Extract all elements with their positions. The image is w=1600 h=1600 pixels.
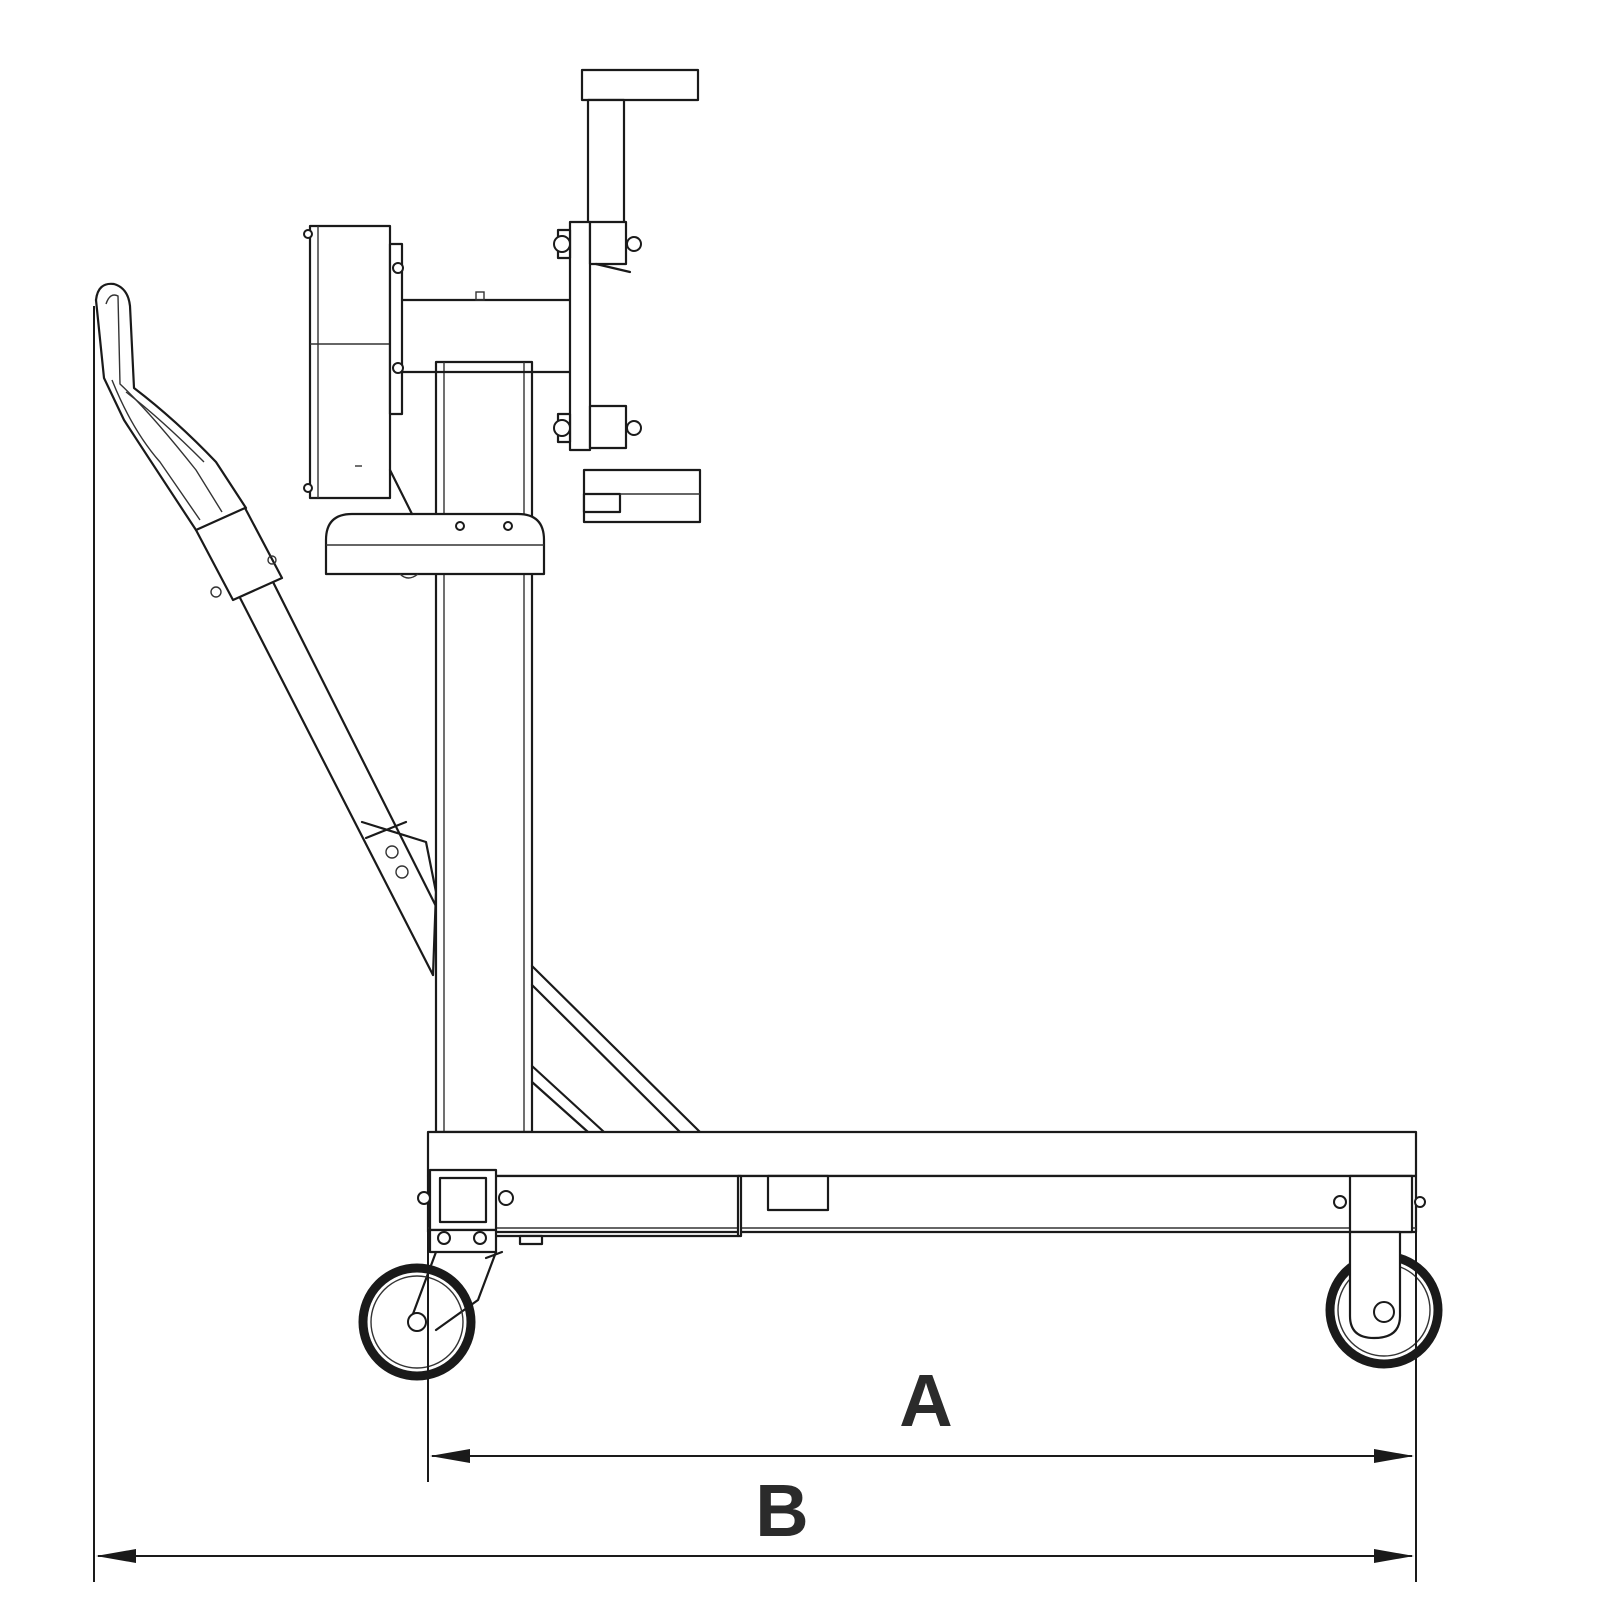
dimension-a-label: A [899, 1359, 952, 1442]
dimension-a: A [427, 1232, 1417, 1482]
left-wheel-tire [358, 1263, 476, 1381]
mounting-plate [553, 68, 702, 524]
mast-collar [324, 512, 546, 579]
base-frame [426, 1130, 1418, 1238]
dimension-b: B [93, 306, 1417, 1582]
left-caster [358, 1168, 544, 1381]
bracket-hole [385, 845, 399, 859]
dimension-b-label: B [755, 1469, 808, 1552]
right-caster [1325, 1174, 1443, 1369]
mast-post [434, 360, 702, 1134]
rotating-head-gearbox [303, 224, 414, 516]
bracket-hole [395, 865, 409, 879]
push-handle [94, 282, 464, 977]
spindle-arm [400, 291, 572, 374]
